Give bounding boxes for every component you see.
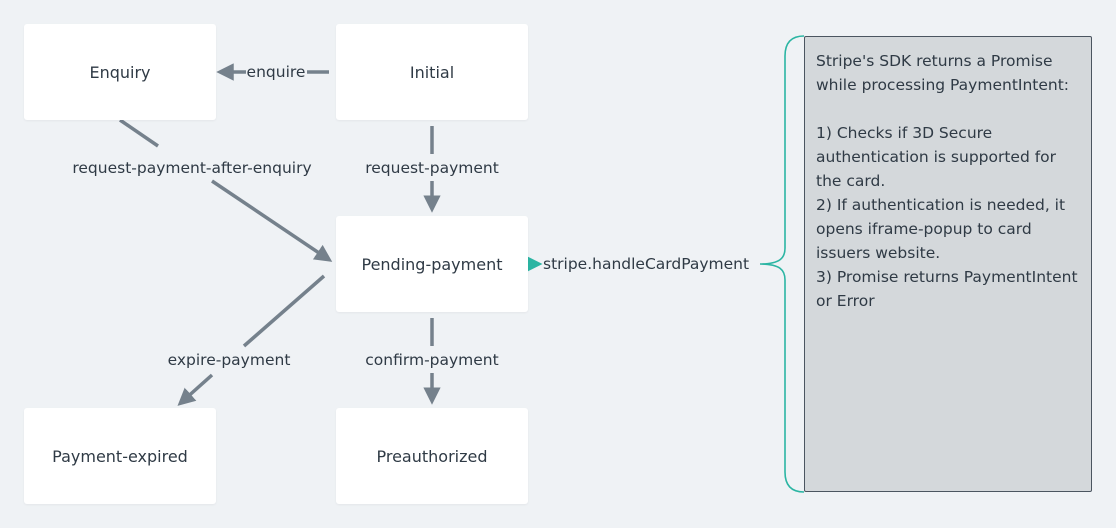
state-initial-label: Initial xyxy=(409,62,455,82)
state-pending-payment: Pending-payment xyxy=(336,216,528,312)
edge-rpae-label: request-payment-after-enquiry xyxy=(72,159,312,177)
edge-confirm-label: confirm-payment xyxy=(365,351,499,369)
edge-request-payment-label: request-payment xyxy=(365,159,499,177)
state-enquiry-label: Enquiry xyxy=(89,62,151,82)
state-preauthorized: Preauthorized xyxy=(336,408,528,504)
edge-expire-arrow xyxy=(177,373,214,406)
edge-rpae-arrow-top xyxy=(119,118,159,148)
edge-expire-arrow-top xyxy=(242,274,326,348)
state-initial: Initial xyxy=(336,24,528,120)
note-brace xyxy=(759,35,805,493)
state-preauthorized-label: Preauthorized xyxy=(376,446,488,466)
state-pending-payment-label: Pending-payment xyxy=(361,254,503,274)
edge-stripe-label: stripe.handleCardPayment xyxy=(543,255,750,273)
state-payment-expired-label: Payment-expired xyxy=(52,446,188,466)
edge-rpae-arrow xyxy=(211,179,333,262)
state-payment-expired: Payment-expired xyxy=(24,408,216,504)
state-enquiry: Enquiry xyxy=(24,24,216,120)
edge-enquire-label: enquire xyxy=(246,63,306,81)
edge-expire-label: expire-payment xyxy=(167,351,291,369)
stripe-note: Stripe's SDK returns a Promise while pro… xyxy=(804,36,1092,492)
